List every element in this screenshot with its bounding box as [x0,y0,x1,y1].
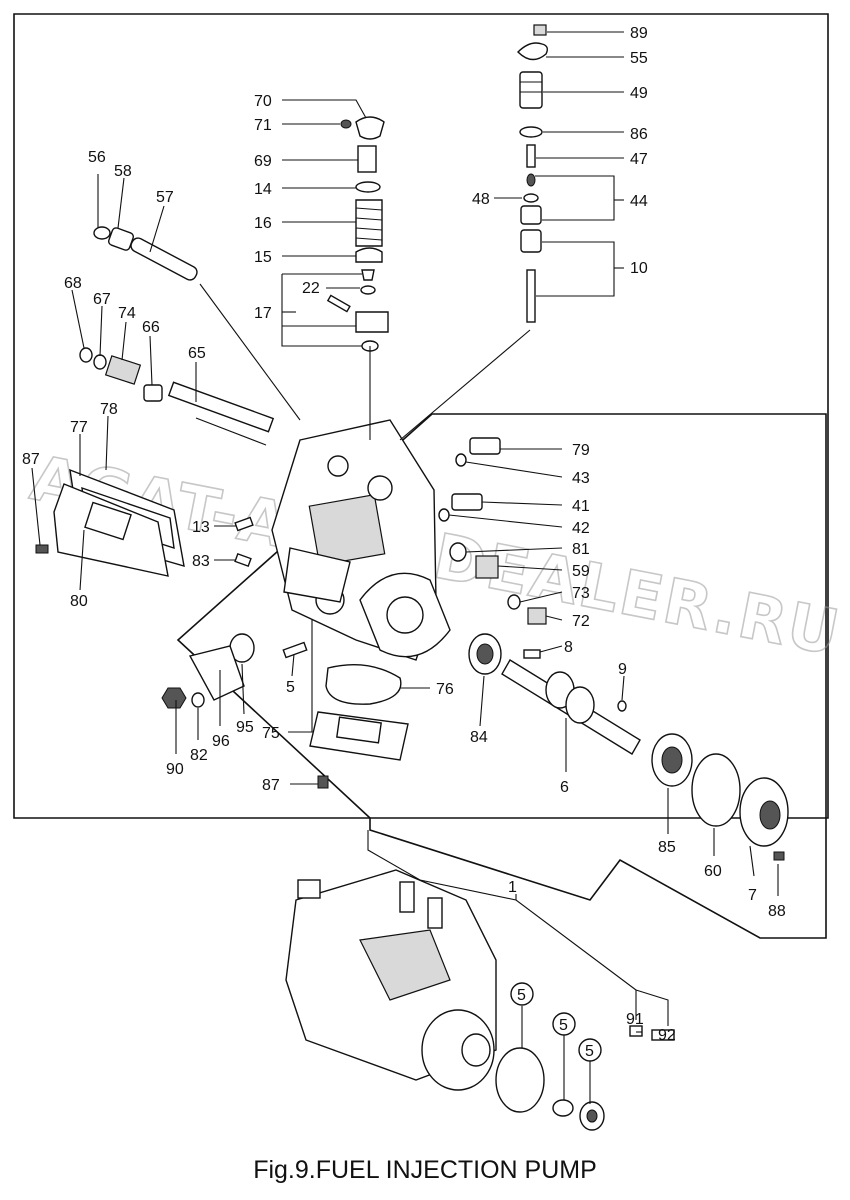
callout-70: 70 [254,93,272,110]
callout-5-circled-a: 5 [517,987,526,1004]
delivery-valve-parts [517,24,549,323]
callout-41: 41 [572,498,590,515]
callout-5-circled-b: 5 [559,1017,568,1034]
callout-72: 72 [572,613,590,630]
callout-82: 82 [190,747,208,764]
callout-9: 9 [618,661,627,678]
callout-13: 13 [192,519,210,536]
lower-small-parts [161,633,409,789]
callout-91: 91 [626,1011,644,1028]
callout-66: 66 [142,319,160,336]
callout-71: 71 [254,117,272,134]
callout-5: 5 [286,679,295,696]
callout-78: 78 [100,401,118,418]
callout-15: 15 [254,249,272,266]
callout-84: 84 [470,729,488,746]
callout-42: 42 [572,520,590,537]
upper-frame [13,13,829,819]
callout-8: 8 [564,639,573,656]
callout-16: 16 [254,215,272,232]
callout-83: 83 [192,553,210,570]
callout-73: 73 [572,585,590,602]
callout-1: 1 [508,879,517,896]
detail-callout-frame [176,413,827,939]
callout-77: 77 [70,419,88,436]
callout-90: 90 [166,761,184,778]
callout-22: 22 [302,280,320,297]
control-sleeve-parts [326,116,389,352]
callout-49: 49 [630,85,648,102]
callout-60: 60 [704,863,722,880]
callout-69: 69 [254,153,272,170]
callout-47: 47 [630,151,648,168]
callout-48: 48 [472,191,490,208]
callout-89: 89 [630,25,648,42]
callout-44: 44 [630,193,648,210]
callout-88: 88 [768,903,786,920]
callout-56: 56 [88,149,106,166]
callout-17: 17 [254,305,272,322]
callout-95: 95 [236,719,254,736]
callout-75: 75 [262,725,280,742]
callout-87: 87 [22,451,40,468]
callout-14: 14 [254,181,272,198]
callout-79: 79 [572,442,590,459]
callout-67: 67 [93,291,111,308]
pump-housing [271,419,451,661]
callout-80: 80 [70,593,88,610]
callout-68: 68 [64,275,82,292]
callout-10: 10 [630,260,648,277]
callout-59: 59 [572,563,590,580]
callout-65: 65 [188,345,206,362]
leader-lines [31,31,779,1104]
callout-6: 6 [560,779,569,796]
callout-55: 55 [630,50,648,67]
callout-96: 96 [212,733,230,750]
callout-76: 76 [436,681,454,698]
figure-caption: Fig.9.FUEL INJECTION PUMP [253,1156,597,1184]
fittings-parts [438,437,627,712]
callout-85: 85 [658,839,676,856]
camshaft-parts [468,633,789,861]
callout-74: 74 [118,305,136,322]
callout-58: 58 [114,163,132,180]
callout-7: 7 [748,887,757,904]
callout-labels: 89 55 49 86 47 44 48 10 70 71 69 14 16 1… [22,25,786,1062]
assembled-pump-view [285,869,675,1131]
callout-5-circled-c: 5 [585,1043,594,1060]
callout-43: 43 [572,470,590,487]
callout-87-lower: 87 [262,777,280,794]
callout-57: 57 [156,189,174,206]
callout-86: 86 [630,126,648,143]
callout-81: 81 [572,541,590,558]
governor-rack-parts [79,226,275,446]
callout-92: 92 [658,1027,676,1044]
